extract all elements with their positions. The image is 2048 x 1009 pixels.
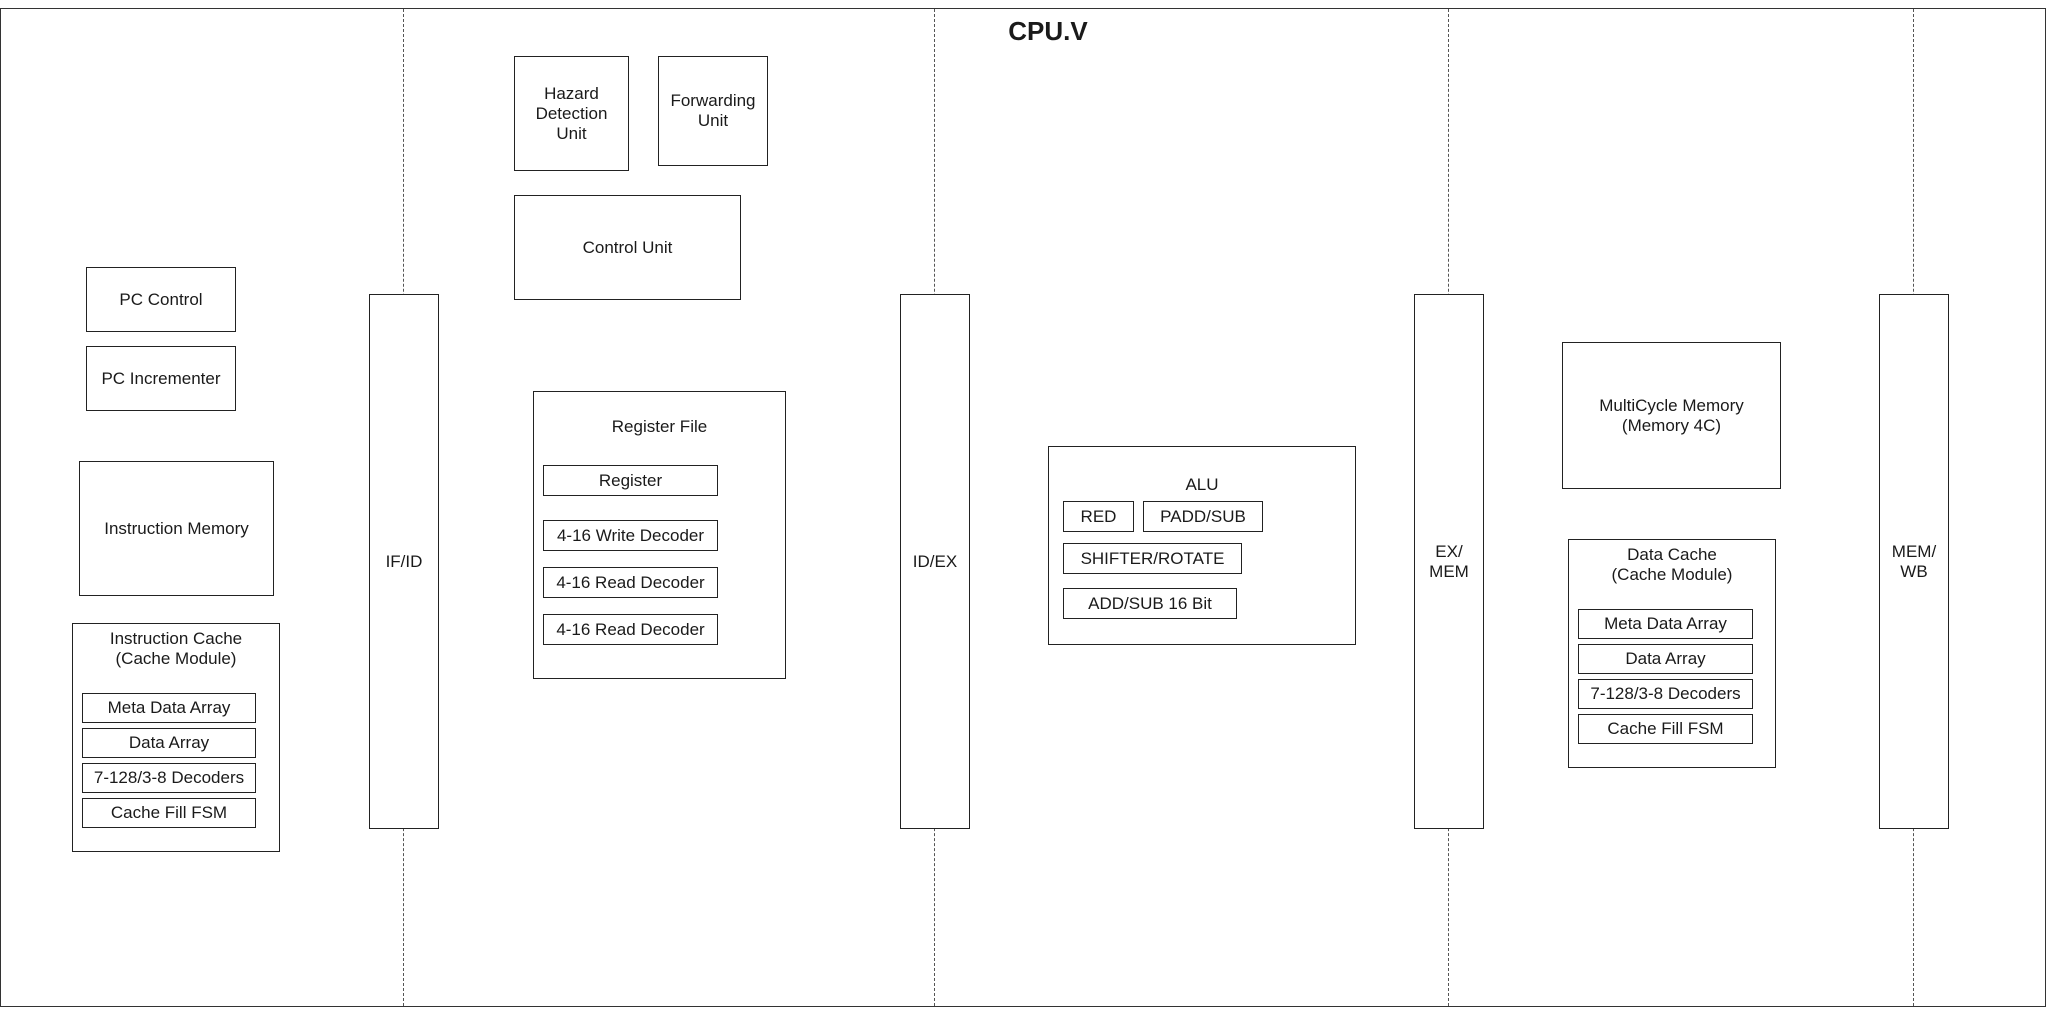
dcache-data-array[interactable]: Data Array (1578, 644, 1753, 674)
alu-label: ALU (1185, 475, 1219, 494)
multicycle-memory-label: MultiCycle Memory (Memory 4C) (1599, 395, 1744, 435)
icache-decoders[interactable]: 7-128/3-8 Decoders (82, 763, 256, 793)
data-cache-box[interactable]: Data Cache (Cache Module) Meta Data Arra… (1568, 539, 1776, 768)
ex-mem-label: EX/ MEM (1429, 541, 1469, 581)
icache-fill-fsm[interactable]: Cache Fill FSM (82, 798, 256, 828)
multicycle-memory-box[interactable]: MultiCycle Memory (Memory 4C) (1562, 342, 1781, 489)
read-decoder-2-box[interactable]: 4-16 Read Decoder (543, 614, 718, 645)
pc-control-label: PC Control (119, 289, 203, 309)
control-unit-label: Control Unit (582, 237, 673, 257)
instruction-memory-label: Instruction Memory (104, 518, 249, 538)
control-unit-box[interactable]: Control Unit (514, 195, 741, 300)
ex-mem-register[interactable]: EX/ MEM (1414, 294, 1484, 829)
shifter-rotate-box[interactable]: SHIFTER/ROTATE (1063, 543, 1242, 574)
write-decoder-box[interactable]: 4-16 Write Decoder (543, 520, 718, 551)
padd-sub-box[interactable]: PADD/SUB (1143, 501, 1263, 532)
instruction-cache-label: Instruction Cache (Cache Module) (109, 629, 243, 668)
register-file-box[interactable]: Register File Register 4-16 Write Decode… (533, 391, 786, 679)
pc-incrementer-box[interactable]: PC Incrementer (86, 346, 236, 411)
hazard-detection-label: Hazard Detection Unit (535, 83, 608, 143)
dcache-meta-data-array[interactable]: Meta Data Array (1578, 609, 1753, 639)
id-ex-label: ID/EX (912, 551, 958, 571)
icache-data-array[interactable]: Data Array (82, 728, 256, 758)
register-file-label: Register File (611, 417, 708, 436)
pc-control-box[interactable]: PC Control (86, 267, 236, 332)
mem-wb-register[interactable]: MEM/ WB (1879, 294, 1949, 829)
if-id-label: IF/ID (385, 551, 423, 571)
diagram-title: CPU.V (1008, 16, 1088, 46)
icache-meta-data-array[interactable]: Meta Data Array (82, 693, 256, 723)
instruction-cache-box[interactable]: Instruction Cache (Cache Module) Meta Da… (72, 623, 280, 852)
mem-wb-label: MEM/ WB (1891, 541, 1937, 581)
dcache-decoders[interactable]: 7-128/3-8 Decoders (1578, 679, 1753, 709)
forwarding-unit-label: Forwarding Unit (670, 91, 756, 130)
dcache-fill-fsm[interactable]: Cache Fill FSM (1578, 714, 1753, 744)
id-ex-register[interactable]: ID/EX (900, 294, 970, 829)
diagram-frame (0, 8, 2046, 1007)
if-id-register[interactable]: IF/ID (369, 294, 439, 829)
read-decoder-1-box[interactable]: 4-16 Read Decoder (543, 567, 718, 598)
red-box[interactable]: RED (1063, 501, 1134, 532)
hazard-detection-unit-box[interactable]: Hazard Detection Unit (514, 56, 629, 171)
addsub-16bit-box[interactable]: ADD/SUB 16 Bit (1063, 588, 1237, 619)
register-box[interactable]: Register (543, 465, 718, 496)
instruction-memory-box[interactable]: Instruction Memory (79, 461, 274, 596)
data-cache-label: Data Cache (Cache Module) (1611, 545, 1733, 584)
pc-incrementer-label: PC Incrementer (101, 368, 221, 388)
forwarding-unit-box[interactable]: Forwarding Unit (658, 56, 768, 166)
alu-box[interactable]: ALU RED PADD/SUB SHIFTER/ROTATE ADD/SUB … (1048, 446, 1356, 645)
